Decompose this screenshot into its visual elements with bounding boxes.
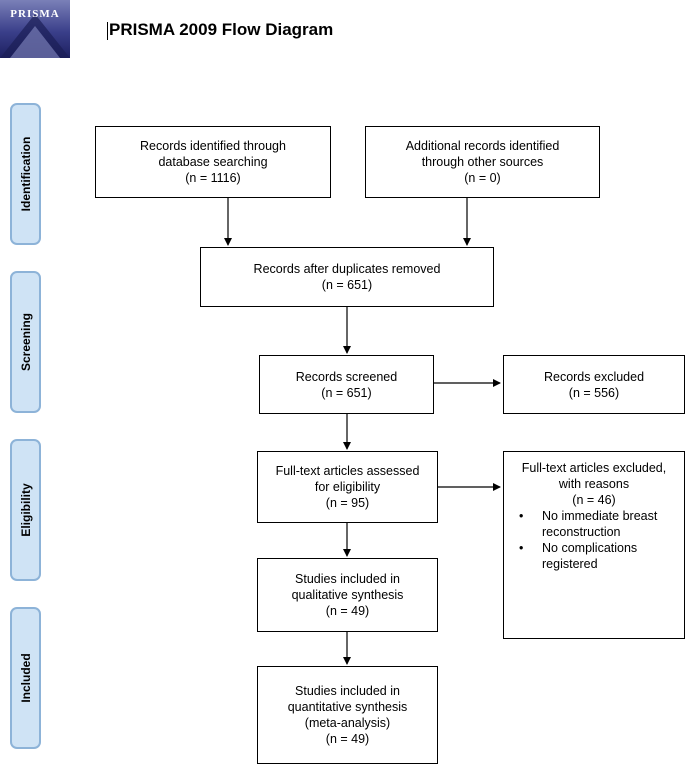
records-identified-line1: Records identified through <box>140 139 286 153</box>
after-duplicates-line1: Records after duplicates removed <box>253 262 441 276</box>
additional-records-line1: Additional records identified <box>405 139 560 153</box>
stage-identification: Identification <box>10 103 41 245</box>
quantitative-line3: (meta-analysis) <box>304 716 391 730</box>
records-excluded-count: (n = 556) <box>568 385 620 400</box>
box-qualitative-synthesis: Studies included in qualitative synthesi… <box>257 558 438 632</box>
fulltext-assessed-line1: Full-text articles assessed <box>275 464 420 478</box>
records-identified-count: (n = 1116) <box>185 171 241 185</box>
fulltext-excluded-line2: with reasons <box>558 477 630 491</box>
qualitative-line1: Studies included in <box>295 572 400 586</box>
stage-screening: Screening <box>10 271 41 413</box>
bullet-icon: • <box>519 509 524 523</box>
box-quantitative-synthesis: Studies included in quantitative synthes… <box>257 666 438 764</box>
page-title: PRISMA 2009 Flow Diagram <box>109 20 334 39</box>
stage-included: Included <box>10 607 41 749</box>
box-records-screened: Records screened (n = 651) <box>259 355 434 414</box>
exclusion-reasons-list: • No immediate breast reconstruction • N… <box>504 508 684 572</box>
exclusion-reason: • No complications registered <box>504 540 684 572</box>
qualitative-line2: qualitative synthesis <box>291 588 404 602</box>
fulltext-assessed-count: (n = 95) <box>325 496 370 510</box>
box-after-duplicates: Records after duplicates removed (n = 65… <box>200 247 494 307</box>
box-records-identified: Records identified through database sear… <box>95 126 331 198</box>
box-fulltext-excluded: Full-text articles excluded, with reason… <box>503 451 685 639</box>
quantitative-line2: quantitative synthesis <box>287 700 408 714</box>
after-duplicates-count: (n = 651) <box>321 278 373 292</box>
quantitative-line1: Studies included in <box>295 684 400 698</box>
bullet-icon: • <box>519 541 524 555</box>
box-records-excluded: Records excluded (n = 556) <box>503 355 685 414</box>
reason-line2: registered <box>542 557 598 571</box>
additional-records-count: (n = 0) <box>464 171 501 185</box>
reason-line1: No complications <box>542 541 638 555</box>
records-screened-count: (n = 651) <box>321 385 372 400</box>
prisma-logo: PRISMA <box>0 0 70 58</box>
records-identified-line2: database searching <box>158 155 268 169</box>
box-fulltext-assessed: Full-text articles assessed for eligibil… <box>257 451 438 523</box>
records-screened-line1: Records screened <box>295 369 398 384</box>
fulltext-excluded-count: (n = 46) <box>572 493 616 507</box>
fulltext-excluded-line1: Full-text articles excluded, <box>521 461 667 475</box>
fulltext-excluded-header: Full-text articles excluded, with reason… <box>504 452 684 508</box>
logo-graphic <box>0 14 70 58</box>
stage-eligibility: Eligibility <box>10 439 41 581</box>
box-additional-records: Additional records identified through ot… <box>365 126 600 198</box>
exclusion-reason: • No immediate breast reconstruction <box>504 508 684 540</box>
reason-line2: reconstruction <box>542 525 621 539</box>
logo-text: PRISMA <box>10 8 60 20</box>
quantitative-count: (n = 49) <box>325 732 370 746</box>
reason-line1: No immediate breast <box>542 509 658 523</box>
fulltext-assessed-line2: for eligibility <box>314 480 381 494</box>
qualitative-count: (n = 49) <box>325 604 370 618</box>
title-divider <box>107 22 108 40</box>
records-excluded-line1: Records excluded <box>543 369 645 384</box>
additional-records-line2: through other sources <box>421 155 544 169</box>
